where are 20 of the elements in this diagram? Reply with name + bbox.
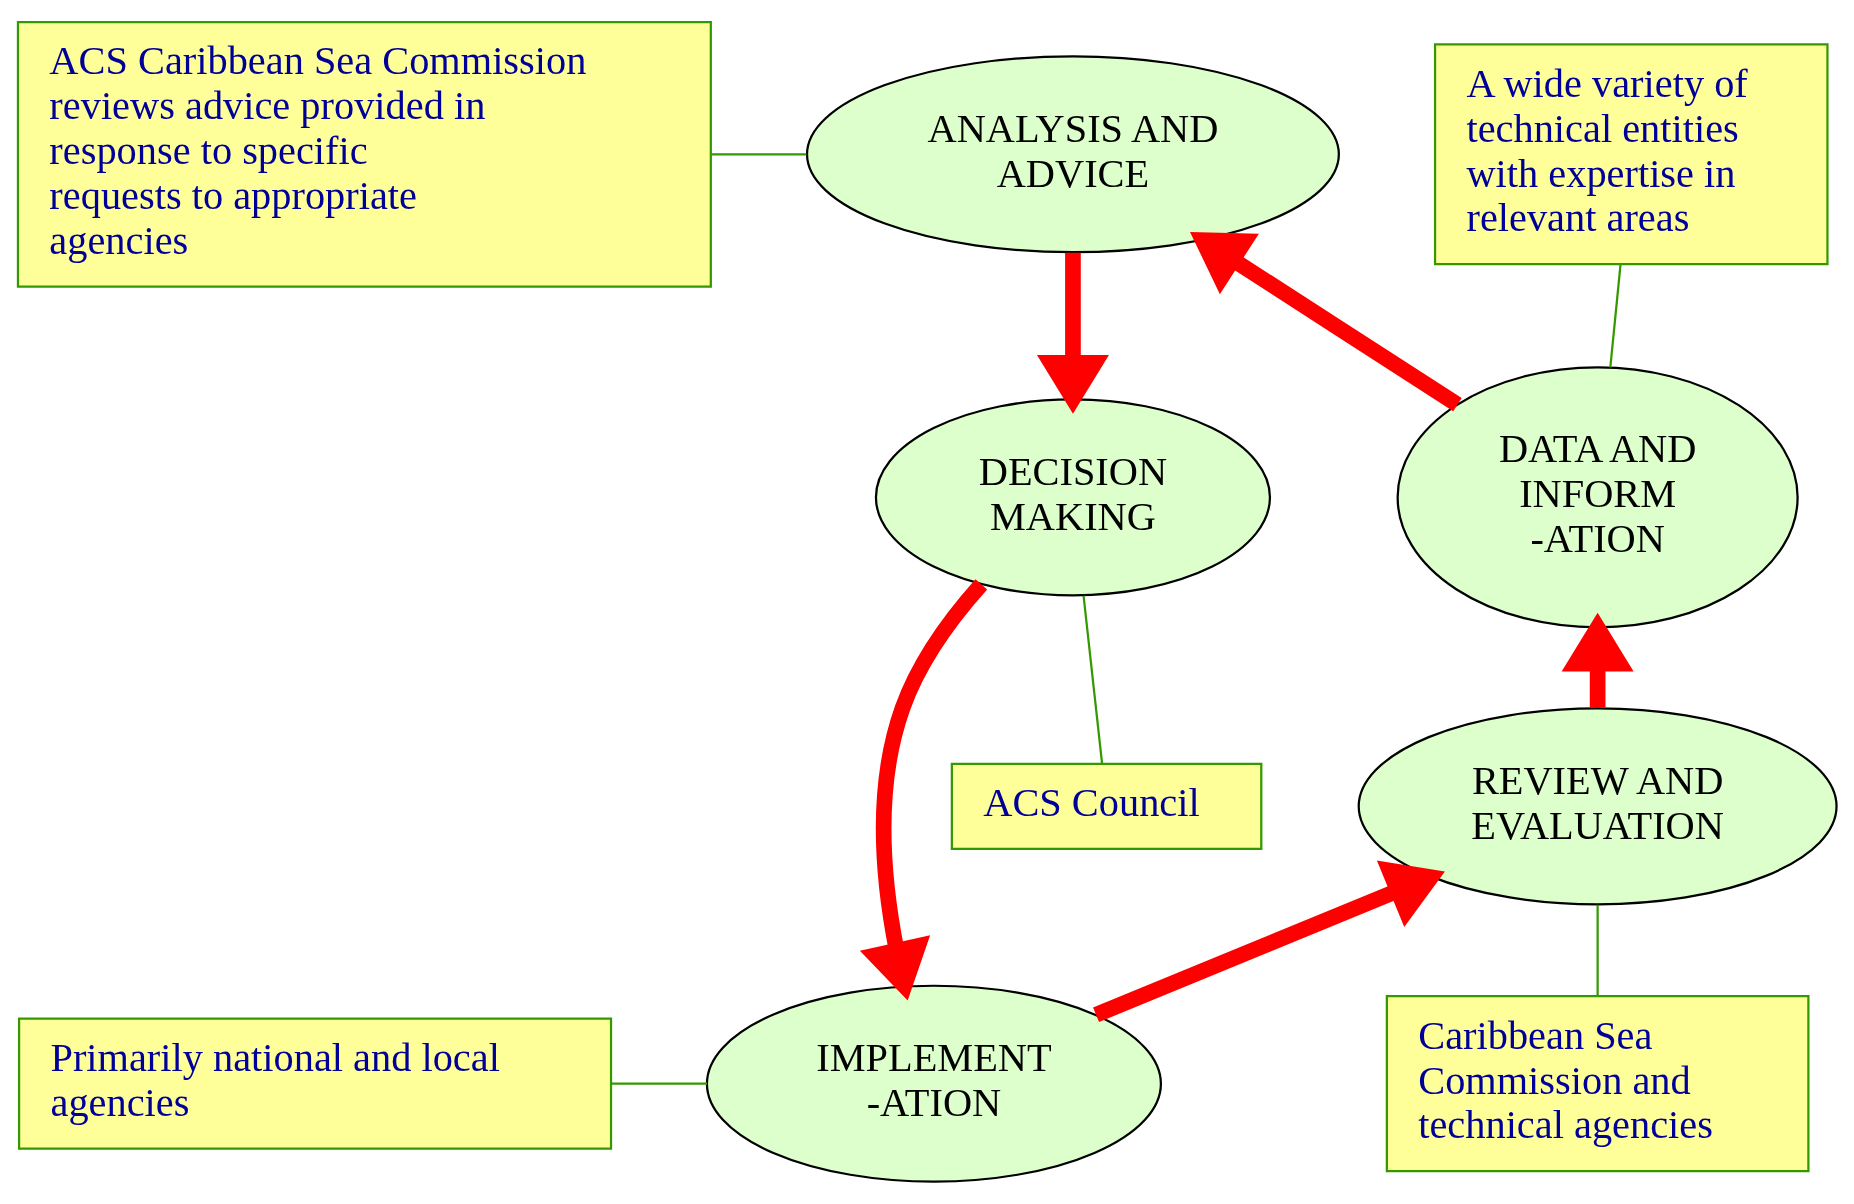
arrow: [1189, 232, 1462, 412]
node-ellipse: DECISION MAKING: [874, 398, 1271, 597]
node-ellipse: DATA AND INFORM -ATION: [1396, 366, 1799, 629]
connector: [610, 1082, 707, 1085]
arrow: [1092, 860, 1445, 1023]
connector: [1608, 264, 1622, 368]
arrow: [859, 579, 987, 1001]
arrow: [1561, 612, 1634, 708]
connector: [1596, 904, 1599, 997]
node-box: ACS Council: [950, 762, 1262, 851]
node-box: ACS Caribbean Sea Commission reviews advice provided in response to specific requests to appropriate agencies: [16, 20, 712, 288]
arrow: [1036, 252, 1109, 414]
connector: [1081, 595, 1103, 764]
connector: [710, 153, 806, 156]
node-box: Primarily national and local agencies: [17, 1017, 612, 1150]
node-ellipse: REVIEW AND EVALUATION: [1357, 707, 1838, 906]
node-ellipse: ANALYSIS AND ADVICE: [805, 55, 1340, 254]
node-box: Caribbean Sea Commission and technical agencies: [1385, 995, 1809, 1173]
node-box: A wide variety of technical entities with expertise in relevant areas: [1433, 43, 1829, 266]
node-ellipse: IMPLEMENT -ATION: [705, 984, 1162, 1183]
